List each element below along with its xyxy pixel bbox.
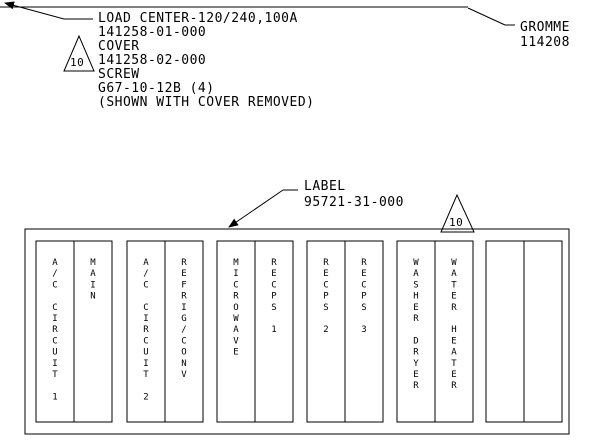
load-center-part-number: 141258-01-000 [98, 25, 206, 40]
label-part-number: 95721-31-000 [304, 195, 404, 210]
grommet-callout: GROMME 114208 [520, 20, 570, 50]
label-leader [228, 189, 298, 228]
cover-removed-note: (SHOWN WITH COVER REMOVED) [98, 95, 315, 110]
grommet-leader [467, 7, 515, 26]
label-callout: LABEL 95721-31-000 [304, 179, 404, 210]
label-title: LABEL [304, 179, 346, 194]
screw-part-number: G67-10-12B (4) [98, 81, 215, 96]
panel-outer-frame [24, 228, 570, 435]
cover-label: COVER [98, 39, 140, 54]
revision-triangle-label: 10 [440, 193, 475, 233]
grommet-title: GROMME [520, 20, 570, 35]
load-center-leader [4, 1, 93, 20]
screw-label: SCREW [98, 67, 140, 82]
cover-part-number: 141258-02-000 [98, 53, 206, 68]
grommet-part-number: 114208 [520, 35, 570, 50]
revision-number: 10 [449, 216, 463, 229]
revision-number: 10 [70, 56, 84, 69]
load-center-title: LOAD CENTER-120/240,100A [98, 11, 298, 26]
revision-triangle-load-center: 10 [63, 34, 95, 72]
load-center-callout: LOAD CENTER-120/240,100A 141258-01-000 C… [98, 11, 315, 110]
